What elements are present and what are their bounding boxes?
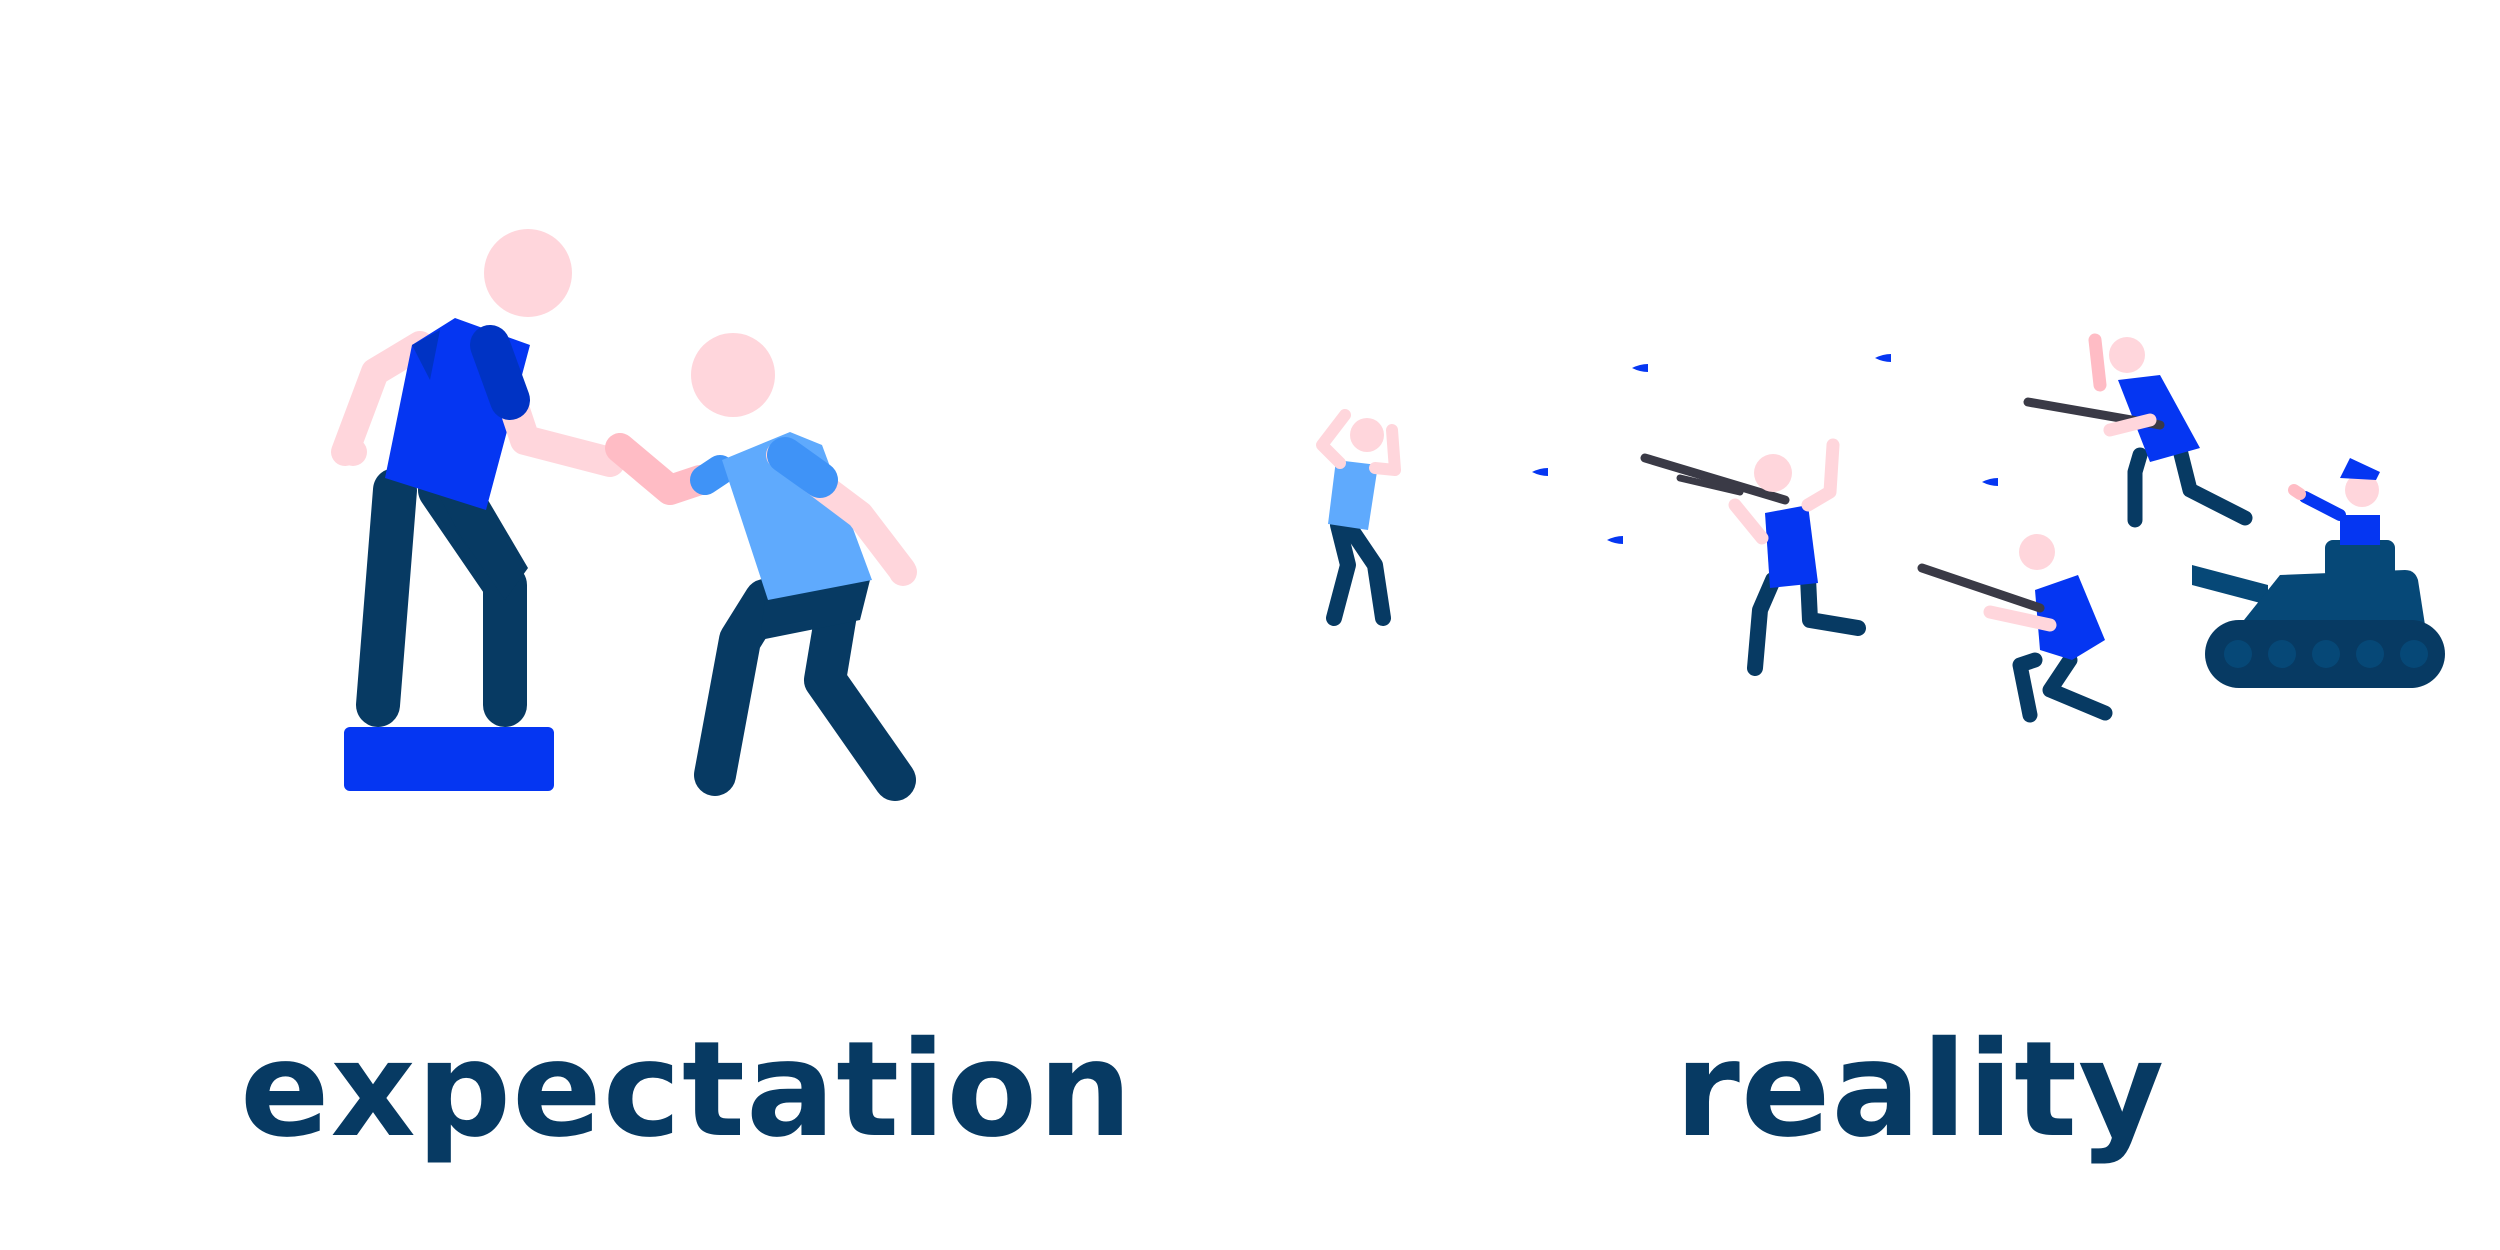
bullet-icon [1532,468,1548,476]
soldier-with-rifle-icon [1917,534,2113,723]
expectation-caption: expectation [240,1013,1134,1167]
opponent-person-icon [605,333,917,801]
bullet-icon [1982,478,1998,486]
bullet-icon [1632,364,1648,372]
soldier-with-rifle-icon [1640,438,1866,676]
reality-caption: reality [1674,1013,2166,1167]
hero-person-icon [331,229,625,727]
soldier-with-rifle-icon [2023,333,2253,528]
bullet-icon [1607,536,1623,544]
bullet-icon [1875,354,1891,362]
tank-icon [2192,458,2445,688]
reality-scene [1316,333,2445,723]
expectation-scene [331,229,917,801]
pedestal-block [344,727,554,791]
bullets-group [1532,354,1998,544]
surrendering-person-icon [1316,409,1401,626]
